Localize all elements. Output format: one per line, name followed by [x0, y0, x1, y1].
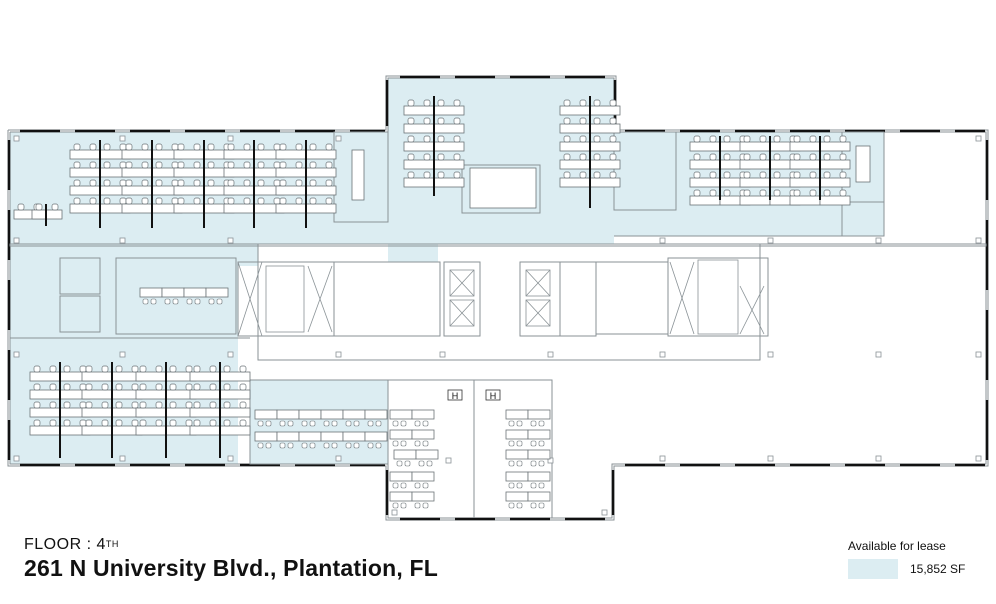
floor-text: FLOOR : 4: [24, 536, 106, 553]
floor-suffix: TH: [105, 539, 119, 549]
plan-caption: FLOOR : 4TH 261 N University Blvd., Plan…: [24, 536, 438, 582]
room-label-h: H: [452, 391, 459, 401]
room-label-h: H: [490, 391, 497, 401]
legend: Available for lease 15,852 SF: [848, 538, 988, 579]
structural-columns: [13, 135, 982, 516]
floor-label: FLOOR : 4TH: [24, 536, 438, 554]
property-address: 261 N University Blvd., Plantation, FL: [24, 555, 439, 581]
legend-swatch-available: [848, 559, 898, 579]
legend-title: Available for lease: [848, 539, 946, 553]
legend-row: 15,852 SF: [848, 559, 988, 579]
stairs-elevators: [237, 259, 765, 337]
restroom-labels: H H: [447, 389, 501, 401]
workstations: [13, 96, 850, 458]
available-square-footage: 15,852 SF: [910, 562, 966, 576]
exterior-windows: [7, 75, 989, 521]
conference-tables: [351, 145, 871, 209]
floor-plan: H H: [7, 75, 989, 521]
